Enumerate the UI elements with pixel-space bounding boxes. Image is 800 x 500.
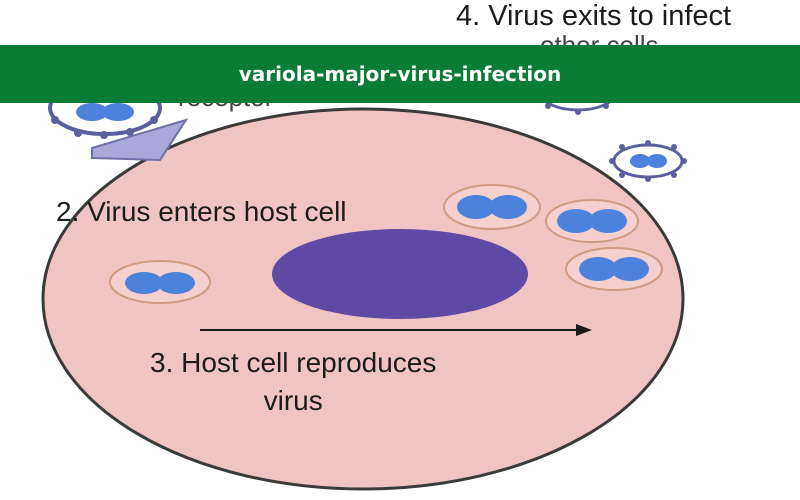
- step3-line1: 3. Host cell reproduces: [150, 347, 437, 378]
- step2-label: 2. Virus enters host cell: [56, 196, 347, 227]
- cell-nucleus: [272, 229, 528, 319]
- step3-label: 3. Host cell reproduces virus: [150, 344, 436, 420]
- step4-label: 4. Virus exits to infect: [456, 0, 732, 32]
- free-virus: [609, 140, 687, 182]
- title-banner: variola-major-virus-infection: [0, 45, 800, 103]
- progeny-vesicle-3: [565, 247, 663, 291]
- progeny-vesicle-2: [545, 199, 639, 243]
- entering-vesicle: [109, 260, 211, 304]
- progeny-vesicle-1: [443, 184, 541, 230]
- cell-receptor-icon: [91, 118, 189, 162]
- banner-title: variola-major-virus-infection: [238, 62, 562, 86]
- step3-line2: virus: [263, 385, 323, 416]
- replication-arrow: [200, 324, 592, 336]
